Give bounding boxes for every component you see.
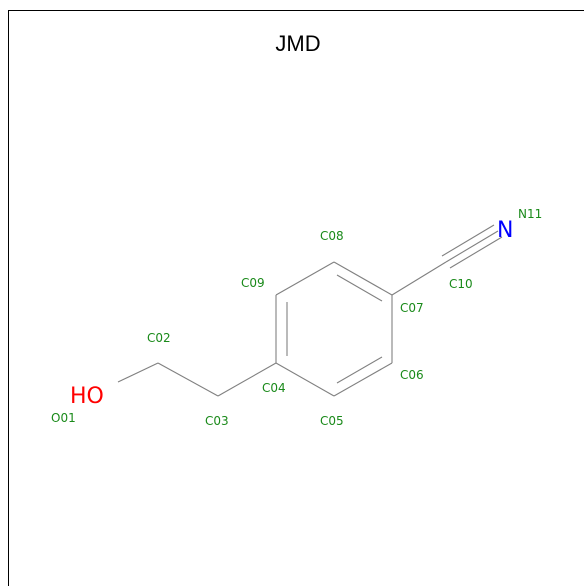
bond-c06-c05-inner (336, 356, 383, 384)
bond-c08-c07 (333, 261, 393, 296)
bond-c08-c07-inner (336, 274, 383, 302)
bond-c05-c04 (275, 362, 335, 397)
atom-c05-name: C05 (320, 414, 344, 428)
atom-c07-name: C07 (400, 301, 424, 315)
bond-c10-n11-b (445, 230, 499, 263)
bond-c10-n11-a (441, 224, 495, 257)
atom-c08-name: C08 (320, 229, 344, 243)
atom-c02-name: C02 (147, 331, 171, 345)
bond-c07-c10 (391, 261, 447, 296)
bond-c06-c05 (333, 362, 393, 397)
bond-c03-c04 (217, 362, 277, 397)
bonds (117, 224, 503, 397)
bond-c09-c08 (275, 261, 335, 296)
bond-o01-c02 (117, 362, 159, 383)
diagram-frame (8, 10, 584, 586)
atom-o01-name: O01 (51, 411, 76, 425)
atom-c04-name: C04 (262, 381, 286, 395)
molecule-title: JMD (275, 31, 321, 56)
atom-c09-name: C09 (241, 276, 265, 290)
atom-c03-name: C03 (205, 414, 229, 428)
atom-o01-element: HO (70, 384, 104, 409)
bond-c02-c03 (157, 362, 219, 397)
atom-c10-name: C10 (449, 277, 473, 291)
bond-c10-n11-c (449, 236, 503, 269)
atom-c06-name: C06 (400, 368, 424, 382)
atom-n11-element: N (497, 218, 513, 243)
atom-n11-name: N11 (518, 207, 542, 221)
